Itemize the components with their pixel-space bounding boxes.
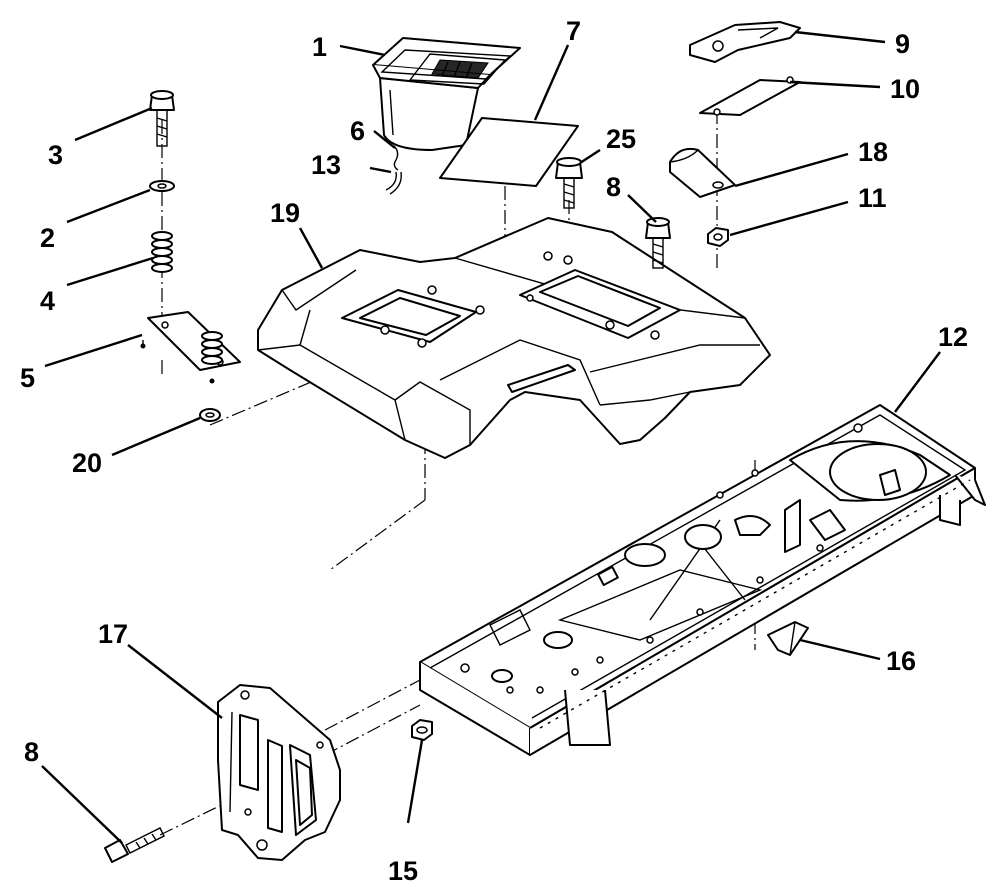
part-frame-12 [419,404,986,756]
callout-11: 11 [858,183,887,213]
part-decal [439,117,579,187]
part-clip-16 [767,621,809,656]
callout-7: 7 [566,16,581,46]
callout-8-lower: 8 [24,737,39,767]
part-nut-15 [411,719,433,741]
callout-labels: 1 7 3 2 4 5 20 6 13 19 25 8 9 10 18 11 1… [20,16,968,886]
callout-5: 5 [20,363,35,393]
callout-19: 19 [270,198,300,228]
callout-3: 3 [48,140,63,170]
leader-lines [41,30,941,844]
callout-17: 17 [98,619,128,649]
part-spring-plate-5 [140,311,241,384]
callout-8-upper: 8 [606,172,621,202]
part-nut-11 [707,227,729,247]
callout-2: 2 [40,223,55,253]
part-cover-9 [689,21,801,63]
callout-6: 6 [350,116,365,146]
callout-15: 15 [388,856,418,886]
part-bracket-18 [669,147,736,198]
part-clip-and-tube [385,145,402,195]
part-bracket-plate-17 [217,684,341,861]
part-bolt-8-lower [104,827,165,863]
part-bolt-3 [149,90,175,147]
callout-4: 4 [40,286,55,316]
callout-25: 25 [606,124,636,154]
callout-1: 1 [312,32,327,62]
callout-9: 9 [895,29,910,59]
part-fender-body [257,217,771,459]
callout-20: 20 [72,448,102,478]
part-storage-box [372,37,521,151]
callout-16: 16 [886,646,916,676]
callout-10: 10 [890,74,920,104]
callout-18: 18 [858,137,888,167]
part-spring-4 [151,231,173,273]
callout-13: 13 [311,150,341,180]
part-plate-10 [699,76,801,116]
callout-12: 12 [938,322,968,352]
